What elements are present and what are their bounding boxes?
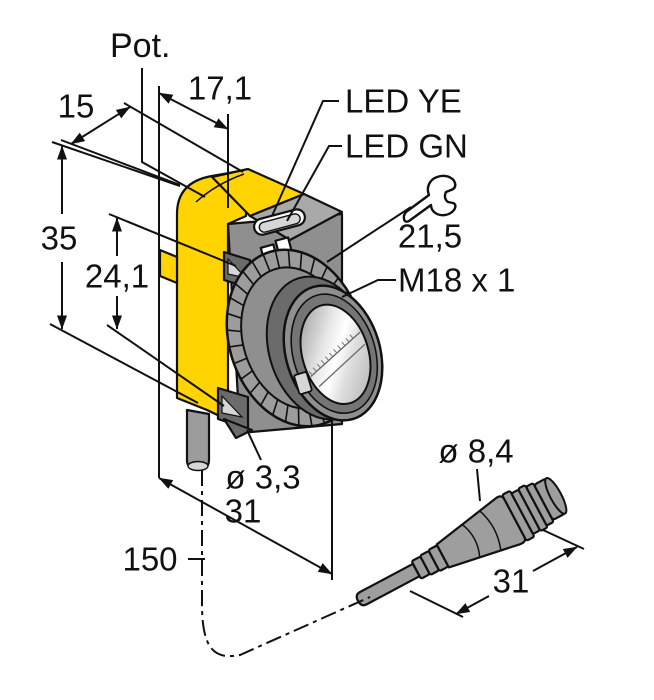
connector-cable (355, 562, 421, 607)
dim-150-label: 150 (122, 541, 177, 578)
wrench-callout: 21,5 (326, 174, 462, 263)
dim-21-5-label: 21,5 (398, 218, 462, 255)
dim-17-1: 17,1 (158, 70, 252, 478)
lens-barrel (282, 284, 384, 422)
cable-body (185, 408, 211, 471)
connector-dia-leader (476, 468, 481, 502)
dim-31-conn-line-left (455, 595, 490, 615)
dim-31-body-line (158, 477, 333, 575)
led-gn-callout: LED GN (286, 128, 468, 222)
dim-31-conn-line-right (532, 546, 578, 572)
qd-connector (355, 476, 568, 607)
dim-31-conn-ext-left (409, 590, 464, 618)
led-gn-label: LED GN (345, 128, 468, 165)
led-ye-callout: LED YE (271, 83, 462, 217)
wrench-leader (326, 206, 412, 263)
dim-24-1: 24,1 (85, 213, 237, 407)
connector-seam-2 (479, 510, 502, 551)
dim-35-label: 35 (41, 220, 78, 257)
dim-15-label: 15 (58, 88, 95, 125)
dim-pot: Pot. (110, 27, 206, 198)
led-ye-label: LED YE (345, 83, 462, 120)
dim-31-body: 31 (158, 420, 333, 580)
dim-150: 150 (122, 541, 205, 578)
dim-24-1-ext-top (108, 213, 237, 267)
thread-leader (341, 279, 396, 298)
wrench-icon (402, 174, 457, 223)
connector-end-face (544, 476, 568, 515)
connector-dia-callout: ø 8,4 (438, 433, 514, 502)
lens-reflection-line-2 (318, 343, 366, 387)
connector-dia-label: ø 8,4 (438, 433, 513, 470)
led-ye-leader (271, 100, 339, 217)
lower-boss-shadow (222, 417, 254, 440)
hole-dia-leader (246, 429, 262, 461)
dim-24-1-label: 24,1 (85, 258, 149, 295)
sensor-cable (185, 408, 211, 472)
housing-left-notch (158, 248, 179, 285)
cable-centerline (201, 470, 371, 658)
dim-24-1-ext-bottom (106, 324, 225, 407)
lens-clamp-tab (293, 371, 313, 395)
led-window-inner (258, 213, 301, 233)
pot-hump-contour (195, 173, 245, 203)
lens-hatch (308, 334, 354, 376)
dimensions: Pot. 15 17,1 35 24,1 (41, 27, 585, 658)
dim-15: 15 (58, 88, 244, 186)
lens-reflection-line-1 (310, 331, 361, 377)
sensor-body (158, 167, 384, 472)
hole-dia-label: ø 3,3 (225, 459, 300, 496)
thread-callout: M18 x 1 (341, 262, 515, 299)
dim-17-1-line (158, 92, 229, 130)
thread-label: M18 x 1 (398, 262, 515, 299)
pot-label: Pot. (110, 27, 170, 65)
dim-31-conn-ext-right (542, 529, 585, 550)
cable-end-cap (187, 460, 209, 472)
dim-15-ext-a (60, 139, 181, 186)
led-window (252, 208, 306, 236)
hole-dia-callout: ø 3,3 (225, 429, 301, 496)
dim-31-connector: 31 (409, 529, 585, 618)
led-gn-leader (286, 145, 342, 222)
dim-35-ext-bottom (49, 323, 199, 404)
dim-17-1-label: 17,1 (188, 70, 252, 107)
dim-15-line (70, 106, 131, 145)
dim-35: 35 (41, 141, 199, 404)
connector-seam-1 (461, 523, 481, 558)
lower-mounting-boss (216, 386, 254, 440)
dim-31-connector-label: 31 (493, 563, 530, 600)
pot-leader-line (141, 68, 206, 198)
dim-15-ext-b (123, 102, 244, 173)
dim-31-body-label: 31 (225, 493, 262, 530)
dim-35-ext-top (51, 141, 181, 187)
